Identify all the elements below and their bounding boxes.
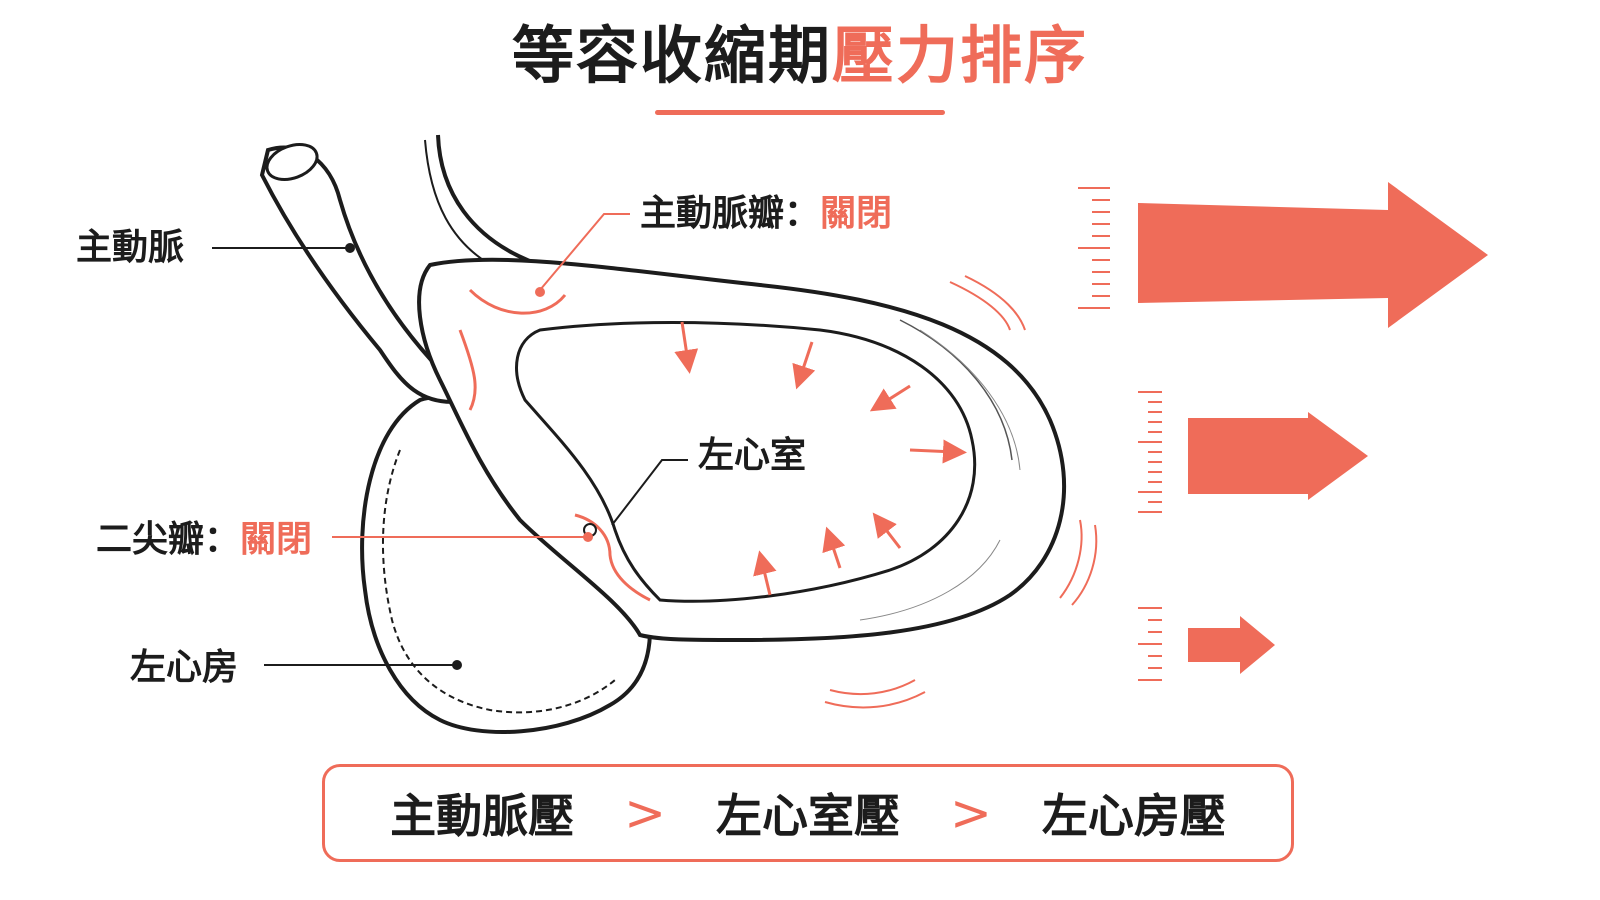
pressure-order-box: 主動脈壓 > 左心室壓 > 左心房壓	[322, 764, 1294, 862]
label-mitral-valve-state: 關閉	[240, 519, 313, 560]
label-mitral-valve: 二尖瓣：關閉	[96, 518, 312, 562]
contraction-arrow	[909, 439, 967, 464]
greater-than-symbol: >	[624, 784, 666, 842]
left-ventricle-shape	[417, 257, 1067, 643]
contraction-arrow	[869, 384, 911, 412]
pressure-aorta: 主動脈壓	[390, 789, 575, 843]
left-ventricle-leader	[611, 459, 688, 526]
aortic-valve-leader	[539, 213, 630, 291]
contraction-arrow	[674, 321, 699, 374]
gauge-scale	[1138, 607, 1162, 681]
label-aortic-valve-state: 關閉	[820, 193, 893, 234]
label-aortic-valve-text: 主動脈瓣：	[640, 193, 821, 234]
label-left-ventricle: 左心室	[698, 434, 806, 478]
motion-lines	[824, 275, 1098, 709]
label-mitral-valve-text: 二尖瓣：	[96, 519, 241, 560]
leader-lines	[212, 213, 688, 670]
pressure-left-atrium: 左心房壓	[1041, 789, 1226, 843]
pressure-left-ventricle: 左心室壓	[716, 789, 900, 843]
gauge-scale	[1138, 391, 1162, 513]
contraction-arrows	[674, 321, 967, 596]
pressure-arrow-small	[1188, 616, 1275, 674]
pressure-indicator-aorta	[1078, 182, 1488, 328]
pressure-arrow-large	[1138, 182, 1488, 328]
contraction-arrow	[822, 526, 846, 569]
contraction-arrow	[872, 512, 902, 549]
label-aortic-valve: 主動脈瓣：關閉	[640, 192, 892, 236]
label-aorta: 主動脈	[76, 226, 184, 270]
title-underline	[655, 110, 945, 115]
label-aorta-text: 主動脈	[76, 227, 185, 268]
aorta-leader-dot	[345, 243, 355, 253]
label-left-atrium: 左心房	[130, 646, 238, 690]
pressure-indicator-atrium	[1138, 607, 1275, 681]
title-main: 等容收縮期	[511, 19, 832, 92]
left-atrium-leader-dot	[452, 660, 462, 670]
contraction-arrow	[792, 341, 816, 390]
label-left-atrium-text: 左心房	[130, 647, 239, 688]
mitral-valve-leader-dot	[583, 532, 593, 542]
aortic-valve-leader-dot	[535, 287, 545, 297]
contraction-arrow	[753, 550, 777, 596]
pressure-arrow-medium	[1188, 412, 1368, 500]
pressure-indicator-ventricle	[1138, 391, 1368, 513]
title-accent: 壓力排序	[832, 19, 1089, 92]
greater-than-symbol: >	[950, 784, 992, 842]
gauge-scale	[1078, 187, 1110, 309]
page-title: 等容收縮期壓力排序	[0, 16, 1600, 96]
aortic-valve-shape	[458, 288, 567, 411]
label-left-ventricle-text: 左心室	[698, 435, 807, 476]
